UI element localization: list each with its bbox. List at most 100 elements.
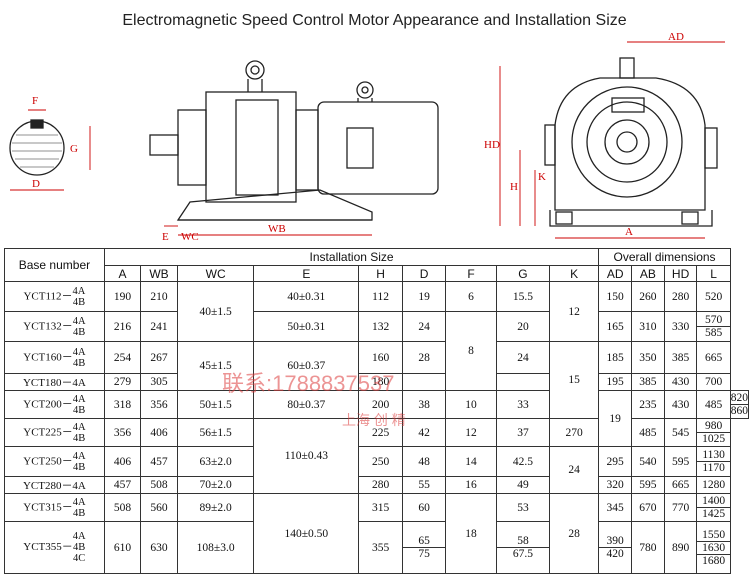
cell-h: 355 — [358, 521, 403, 574]
cell-wc: 89±2.0 — [176, 493, 255, 522]
cell-d-sub: 65 — [418, 535, 430, 547]
cell-ad: 320 — [598, 476, 633, 494]
cell-d: 60 — [401, 493, 447, 522]
cell-h: 250 — [358, 446, 403, 477]
cell-hd: 890 — [663, 521, 698, 574]
cell-wb: 457 — [140, 446, 178, 477]
variant-label: 4B — [73, 461, 86, 473]
cell-a: 216 — [103, 311, 142, 342]
cell-wb: 267 — [140, 341, 178, 374]
cell-d — [401, 373, 447, 391]
cell-a: 406 — [103, 446, 142, 477]
variant-label: 4B — [72, 296, 86, 308]
cell-a: 356 — [103, 418, 142, 447]
cell-k: 28 — [549, 493, 600, 574]
header-base-number: Base number — [4, 248, 105, 282]
cell-hd: 665 — [663, 476, 698, 494]
cell-ab: 350 — [631, 341, 665, 374]
cell-d: 28 — [401, 341, 447, 374]
cell-l-sub: 1550 — [702, 528, 726, 541]
header-col-g: G — [495, 265, 551, 282]
cell-a: 610 — [103, 521, 142, 574]
cell-l: 665 — [696, 341, 731, 374]
cell-wb: 305 — [140, 373, 178, 391]
cell-a: 508 — [103, 493, 142, 522]
cell-k: 24 — [549, 446, 600, 494]
cell-base-number: YCT180－4A — [4, 373, 105, 391]
cell-h: 200 — [358, 390, 403, 419]
cell-f: 18 — [445, 493, 497, 574]
base-number-label: YCT280－4A — [22, 480, 86, 492]
variant-label: 4B — [73, 326, 86, 338]
cell-l-sub: 1170 — [697, 461, 730, 474]
cell-l: 700 — [696, 373, 731, 391]
cell-g: 53 — [495, 493, 551, 522]
cell-l: 1280 — [696, 476, 731, 494]
cell-wb: 560 — [140, 493, 178, 522]
cell-ad-sub: 420 — [599, 547, 632, 560]
base-number-label: YCT315－ — [23, 501, 73, 514]
cell-ab: 310 — [631, 311, 665, 342]
variant-label: 4A — [72, 421, 86, 433]
cell-f: 8 — [445, 311, 497, 391]
cell-ad: 295 — [598, 446, 633, 477]
cell-g: 42.5 — [495, 446, 551, 477]
header-col-wb: WB — [140, 265, 178, 282]
header-col-l: L — [696, 265, 731, 282]
cell-wc: 108±3.0 — [176, 521, 255, 574]
cell-wb: 630 — [140, 521, 178, 574]
header-installation-size: Installation Size — [103, 248, 600, 266]
variant-label: 4A — [72, 496, 86, 508]
header-col-d: D — [401, 265, 447, 282]
cell-wb: 406 — [140, 418, 178, 447]
cell-e: 140±0.50 — [253, 493, 360, 574]
dim-label-f: F — [32, 95, 38, 107]
cell-d: 24 — [401, 311, 447, 342]
cell-e: 50±0.31 — [253, 311, 360, 342]
cell-g: 37 — [495, 418, 551, 447]
cell-wc: 50±1.5 — [176, 390, 255, 419]
cell-h: 280 — [358, 476, 403, 494]
cell-d: 48 — [401, 446, 447, 477]
cell-g-sub: 58 — [517, 535, 529, 547]
variant-label: 4B — [73, 404, 86, 416]
cell-wc: 45±1.5 — [176, 341, 255, 391]
header-col-k: K — [549, 265, 600, 282]
cell-wc: 63±2.0 — [176, 446, 255, 477]
variant-label: 4A — [72, 450, 86, 462]
cell-g — [495, 373, 551, 391]
base-number-label: YCT250－ — [23, 455, 73, 468]
header-overall-dimensions: Overall dimensions — [598, 248, 731, 266]
cell-wc: 56±1.5 — [176, 418, 255, 447]
base-number-label: YCT180－4A — [22, 377, 86, 389]
dim-label-h: H — [510, 181, 518, 193]
base-number-label: YCT112－ — [23, 290, 73, 303]
cell-h: 225 — [358, 418, 403, 447]
cell-ad: 270 — [549, 418, 600, 447]
header-col-f: F — [445, 265, 497, 282]
cell-hd: 770 — [663, 493, 698, 522]
cell-ab: 430 — [663, 390, 698, 419]
cell-ad: 345 — [598, 493, 633, 522]
cell-l-sub: 1130 — [702, 449, 725, 461]
cell-g: 24 — [495, 341, 551, 374]
variant-label: 4C — [73, 553, 86, 564]
cell-wc: 70±2.0 — [176, 476, 255, 494]
cell-ab: 595 — [631, 476, 665, 494]
